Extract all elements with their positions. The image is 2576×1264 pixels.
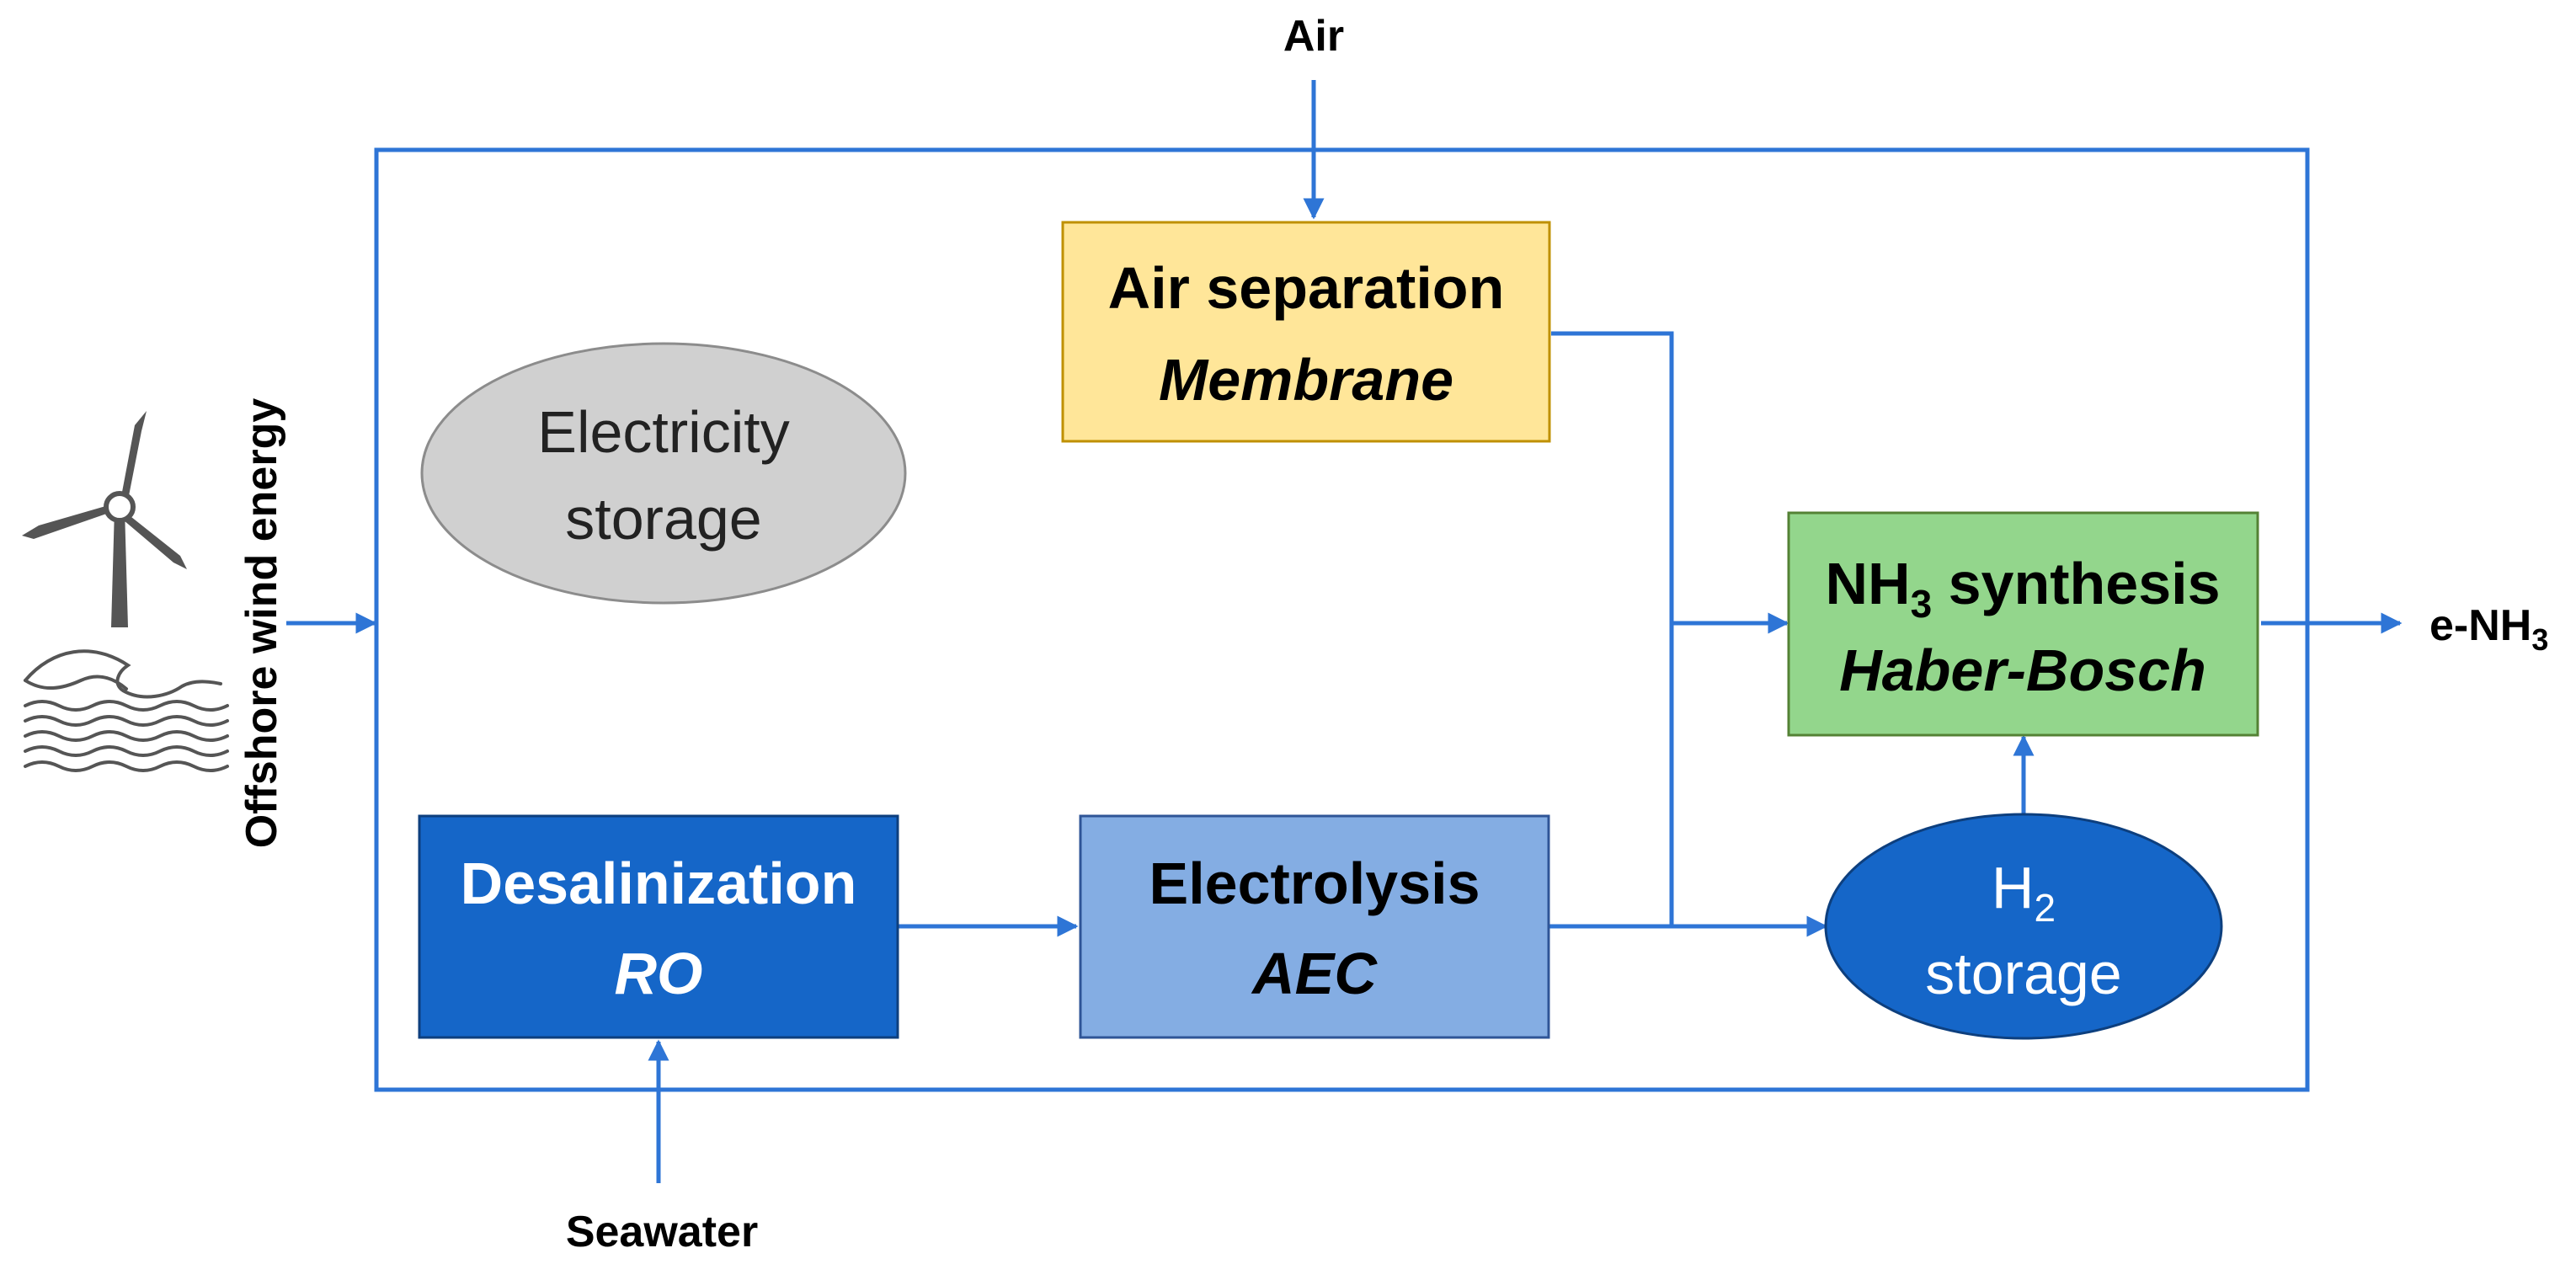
enh3-output-prefix: e-NH bbox=[2429, 601, 2531, 650]
nh3-synthesis-title-subscript: 3 bbox=[1911, 582, 1933, 626]
electrolysis-node: Electrolysis AEC bbox=[1079, 814, 1550, 1039]
electrolysis-box bbox=[1079, 814, 1550, 1039]
desalinization-title: Desalinization bbox=[461, 851, 857, 916]
desalinization-subtitle: RO bbox=[615, 941, 703, 1006]
offshore-wind-label: Offshore wind energy bbox=[237, 398, 286, 849]
air-separation-subtitle: Membrane bbox=[1159, 347, 1453, 413]
h2-storage-line1-subscript: 2 bbox=[2034, 886, 2056, 930]
air-separation-box bbox=[1061, 221, 1551, 443]
desalinization-box bbox=[418, 814, 899, 1039]
electricity-storage-line2: storage bbox=[565, 486, 761, 552]
nh3-synthesis-title-prefix: NH bbox=[1825, 551, 1910, 616]
wind-turbine-icon bbox=[22, 411, 187, 627]
nh3-synthesis-title: NH3 synthesis bbox=[1825, 551, 2220, 626]
h2-storage-line1: H2 bbox=[1992, 855, 2056, 930]
electricity-storage-line1: Electricity bbox=[537, 399, 789, 465]
connector-air-separation-out bbox=[1551, 331, 1674, 926]
h2-storage-node: H2 storage bbox=[1824, 813, 2223, 1040]
nh3-synthesis-subtitle: Haber-Bosch bbox=[1839, 637, 2206, 703]
air-separation-title: Air separation bbox=[1108, 255, 1505, 321]
h2-storage-line2: storage bbox=[1925, 941, 2121, 1006]
h2-storage-line1-prefix: H bbox=[1992, 855, 2035, 920]
electrolysis-subtitle: AEC bbox=[1251, 941, 1378, 1006]
enh3-output-subscript: 3 bbox=[2531, 622, 2548, 657]
connectors bbox=[286, 80, 2403, 1183]
nh3-synthesis-node: NH3 synthesis Haber-Bosch bbox=[1787, 511, 2259, 737]
desalinization-node: Desalinization RO bbox=[418, 814, 899, 1039]
electrolysis-title: Electrolysis bbox=[1149, 851, 1480, 916]
electricity-storage-node: Electricity storage bbox=[420, 342, 907, 605]
air-separation-node: Air separation Membrane bbox=[1061, 221, 1551, 443]
nh3-synthesis-title-suffix: synthesis bbox=[1932, 551, 2220, 616]
electricity-storage-ellipse bbox=[420, 342, 907, 605]
waves-icon bbox=[24, 649, 229, 772]
enh3-output-label: e-NH3 bbox=[2429, 601, 2548, 657]
seawater-input-label: Seawater bbox=[566, 1208, 758, 1256]
h2-storage-ellipse bbox=[1824, 813, 2223, 1040]
air-input-label: Air bbox=[1283, 12, 1344, 61]
nh3-synthesis-box bbox=[1787, 511, 2259, 737]
